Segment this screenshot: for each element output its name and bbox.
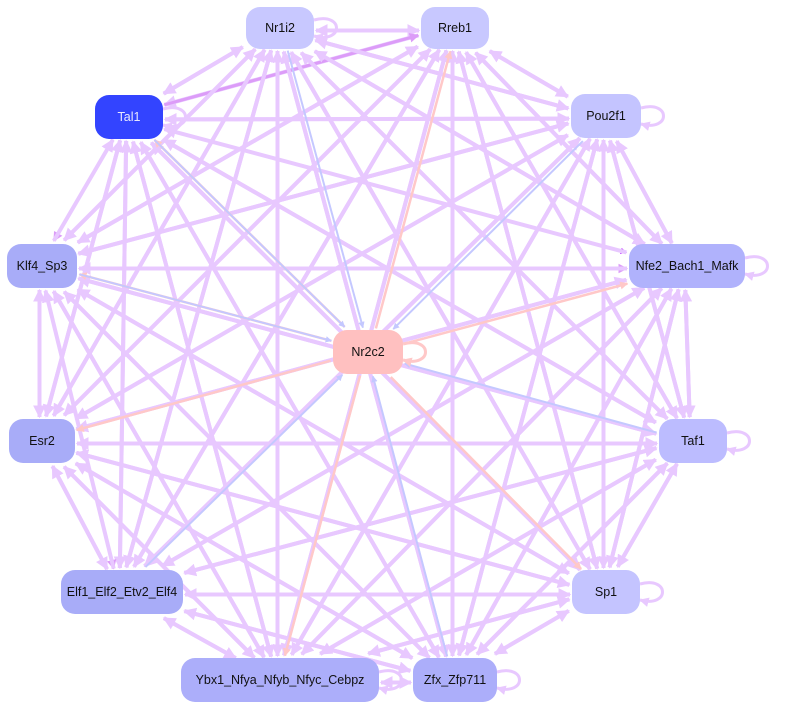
edge-ybx1-to-esr2: [62, 465, 256, 660]
edge-zfx-to-sp1: [493, 609, 570, 656]
edge-tal1-to-rreb1: [163, 33, 420, 107]
node-label: Rreb1: [437, 21, 473, 35]
self-loop-nr1i2: [313, 17, 338, 43]
edge-tal1-to-nr1i2: [162, 45, 244, 96]
edge-pou2f1-to-rreb1: [488, 49, 569, 99]
edge-zfx-to-nfe2: [464, 287, 674, 656]
edge-nr2c2-to-ybx1: [282, 375, 362, 657]
edge-zfx-to-esr2: [74, 461, 414, 660]
edge-elf1-to-tal1: [117, 139, 133, 568]
edge-pou2f1-to-nr2c2: [392, 140, 584, 330]
edge-klf4-to-tal1: [52, 138, 115, 242]
edge-sp1-to-taf1: [615, 462, 679, 568]
node-label: Nr2c2: [351, 345, 385, 359]
edge-elf1-to-nfe2: [161, 286, 646, 568]
self-loop-sp1: [639, 581, 664, 607]
node-tal1[interactable]: Tal1: [95, 95, 163, 139]
edge-nr1i2-to-nr2c2: [286, 50, 365, 329]
edge-zfx-to-nr2c2: [371, 375, 449, 657]
node-pou2f1[interactable]: Pou2f1: [571, 94, 641, 138]
node-label: Taf1: [681, 434, 705, 448]
node-label: Ybx1_Nfya_Nfyb_Nfyc_Cebpz: [195, 673, 365, 687]
edge-elf1-to-nr2c2: [144, 374, 344, 568]
node-sp1[interactable]: Sp1: [572, 570, 640, 614]
edge-zfx-to-tal1: [139, 141, 441, 659]
node-rreb1[interactable]: Rreb1: [421, 7, 489, 49]
edge-nr2c2-to-esr2: [75, 359, 331, 432]
self-loop-nfe2: [744, 255, 769, 281]
node-zfx[interactable]: Zfx_Zfp711: [413, 658, 497, 702]
edge-ybx1-to-taf1: [319, 457, 657, 656]
node-label: Elf1_Elf2_Etv2_Elf4: [66, 585, 178, 599]
edge-ybx1-to-nfe2: [300, 286, 664, 656]
edge-ybx1-to-elf1: [162, 616, 237, 660]
edge-sp1-to-nr1i2: [289, 51, 592, 571]
self-loop-tal1: [162, 106, 187, 132]
node-label: Klf4_Sp3: [16, 259, 68, 273]
edge-tal1-to-nr2c2: [153, 139, 346, 328]
edge-elf1-to-esr2: [50, 465, 109, 571]
edge-nfe2-to-nr1i2: [313, 49, 646, 246]
node-label: Sp1: [594, 585, 618, 599]
edge-taf1-to-nr1i2: [299, 51, 669, 421]
node-esr2[interactable]: Esr2: [9, 419, 75, 463]
edge-nr2c2-to-nfe2: [405, 281, 629, 345]
self-loop-ybx1: [378, 669, 403, 695]
self-loop-nr2c2: [402, 341, 427, 367]
node-label: Nr1i2: [265, 21, 295, 35]
edge-nfe2-to-pou2f1: [615, 140, 674, 245]
edge-ybx1-to-klf4: [51, 290, 266, 659]
node-elf1[interactable]: Elf1_Elf2_Etv2_Elf4: [61, 570, 183, 614]
edge-ybx1-to-tal1: [129, 140, 274, 658]
self-loop-taf1: [726, 430, 751, 456]
node-label: Nfe2_Bach1_Mafk: [635, 259, 739, 273]
node-label: Pou2f1: [586, 109, 626, 123]
edge-taf1-to-nfe2: [679, 288, 693, 418]
node-ybx1[interactable]: Ybx1_Nfya_Nfyb_Nfyc_Cebpz: [181, 658, 379, 702]
node-nr1i2[interactable]: Nr1i2: [246, 7, 314, 49]
edge-sp1-to-klf4: [76, 287, 570, 576]
edge-elf1-to-nr1i2: [124, 49, 275, 568]
edge-zfx-to-klf4: [62, 290, 431, 660]
self-loop-zfx: [496, 669, 521, 695]
edge-nr2c2-to-sp1: [389, 376, 583, 570]
node-label: Esr2: [29, 434, 55, 448]
edge-esr2-to-pou2f1: [74, 133, 569, 421]
self-loop-pou2f1: [640, 105, 665, 131]
node-klf4[interactable]: Klf4_Sp3: [7, 244, 77, 288]
node-nr2c2[interactable]: Nr2c2: [333, 330, 403, 374]
edge-klf4-to-nr2c2: [79, 273, 333, 343]
node-label: Tal1: [117, 110, 141, 124]
edge-taf1-to-nr2c2: [403, 362, 657, 434]
node-label: Zfx_Zfp711: [423, 673, 487, 687]
node-taf1[interactable]: Taf1: [659, 419, 727, 463]
edge-nr2c2-to-rreb1: [374, 50, 453, 329]
edge-elf1-to-taf1: [183, 444, 658, 575]
node-nfe2[interactable]: Nfe2_Bach1_Mafk: [629, 244, 745, 288]
